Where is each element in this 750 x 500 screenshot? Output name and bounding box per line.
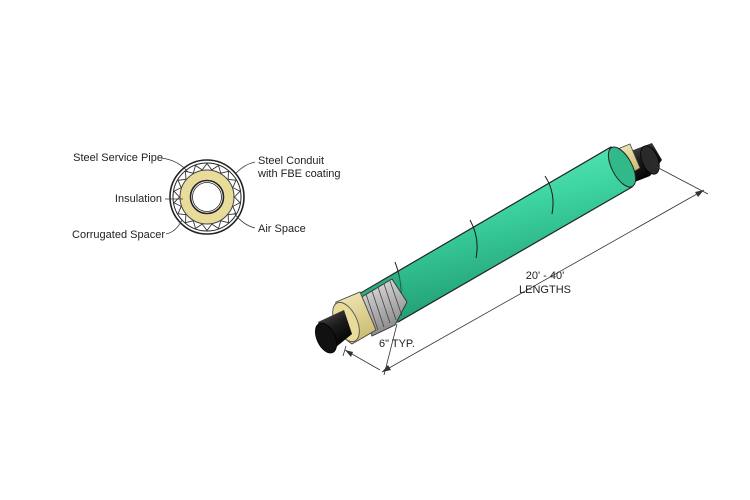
jacket-far-end (607, 146, 637, 188)
pipe-cross-section-icon (169, 159, 245, 235)
end-ext-line (342, 345, 347, 357)
label-steel-conduit: Steel Conduit (258, 155, 325, 167)
dimension-lines (342, 163, 709, 376)
label-lengths: LENGTHS (519, 284, 571, 296)
dimension-arrows (345, 190, 704, 372)
cutaway-end (315, 272, 408, 354)
leader-air-space (233, 212, 256, 229)
label-insulation: Insulation (114, 193, 162, 205)
length-dim-line (381, 189, 705, 373)
length-ext-line-near (383, 323, 398, 376)
spacer-ribs (365, 280, 403, 331)
leader-conduit (235, 161, 256, 174)
label-service-pipe: Steel Service Pipe (73, 152, 163, 164)
service-pipe-bore (192, 182, 222, 212)
label-corrugated-spacer: Corrugated Spacer (72, 229, 165, 241)
label-end-dimension: 6" TYP. (379, 338, 415, 350)
label-air-space: Air Space (258, 223, 306, 235)
leader-spacer (165, 219, 183, 235)
leader-service-pipe (160, 157, 189, 173)
label-fbe-coating: with FBE coating (258, 168, 341, 180)
label-length-range: 20' - 40' (525, 270, 565, 282)
preinsulated-pipe-icon (315, 143, 662, 354)
length-ext-line-far (650, 163, 709, 195)
cross-section-leaders (160, 157, 256, 235)
